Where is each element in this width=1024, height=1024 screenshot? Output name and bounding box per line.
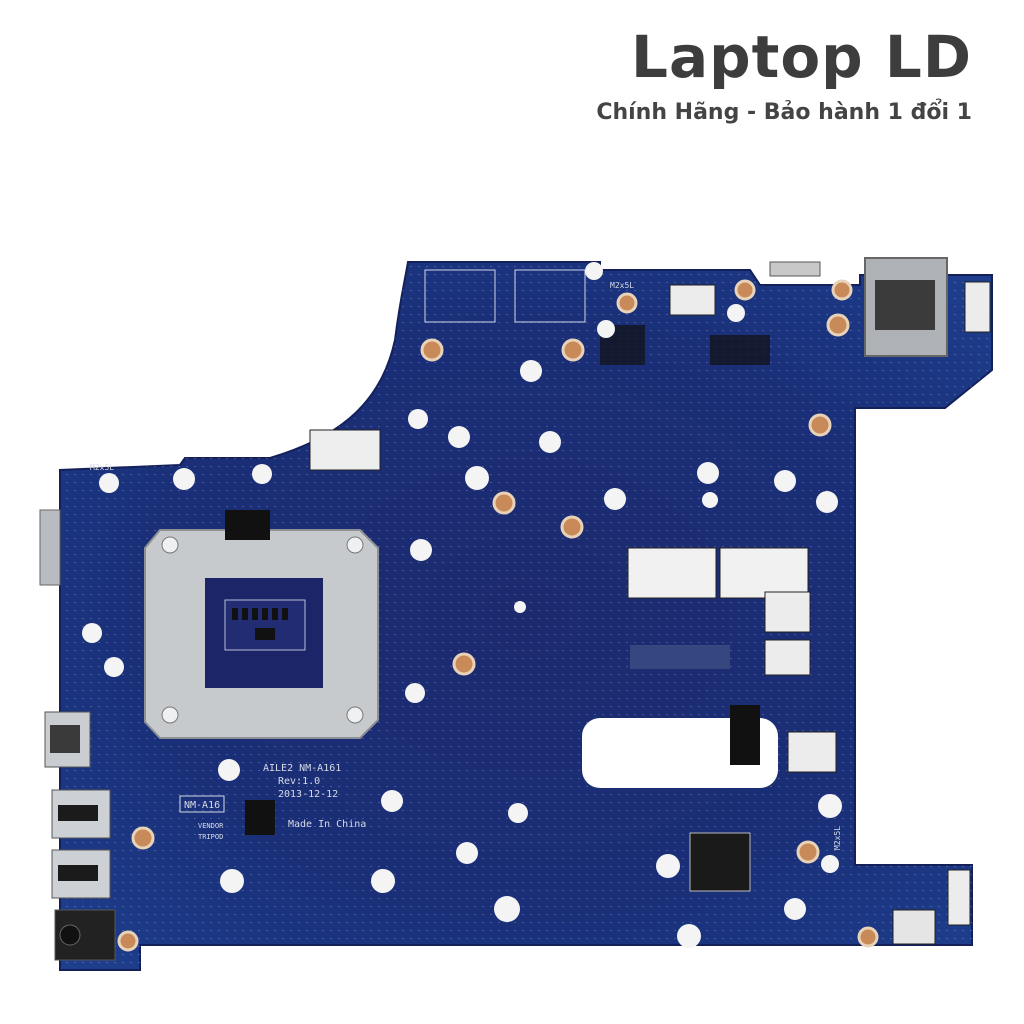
components	[225, 261, 991, 945]
silk-date: 2013-12-12	[278, 789, 338, 800]
silk-screw-right: M2x5L	[833, 826, 842, 850]
silk-revision: Rev:1.0	[278, 776, 320, 787]
cpu-bracket	[144, 529, 379, 739]
brand-subtitle: Chính Hãng - Bảo hành 1 đổi 1	[596, 100, 972, 125]
silk-screw-top: M2x5L	[610, 281, 634, 290]
silk-vendor-code: TRIPOD	[198, 833, 223, 841]
silk-screw-left: M2x5L	[90, 463, 114, 472]
left-ports	[39, 509, 116, 961]
silk-tag: NM-A16	[184, 800, 220, 811]
silk-vendor: VENDOR	[198, 822, 224, 830]
brand-header: Laptop LD Chính Hãng - Bảo hành 1 đổi 1	[596, 22, 972, 125]
screw-pads	[117, 279, 879, 952]
board-cutout	[582, 718, 778, 788]
silk-origin: Made In China	[288, 819, 366, 830]
test-pads	[82, 262, 842, 948]
brand-title: Laptop LD	[631, 23, 972, 91]
silk-model: AILE2 NM-A161	[263, 763, 341, 774]
